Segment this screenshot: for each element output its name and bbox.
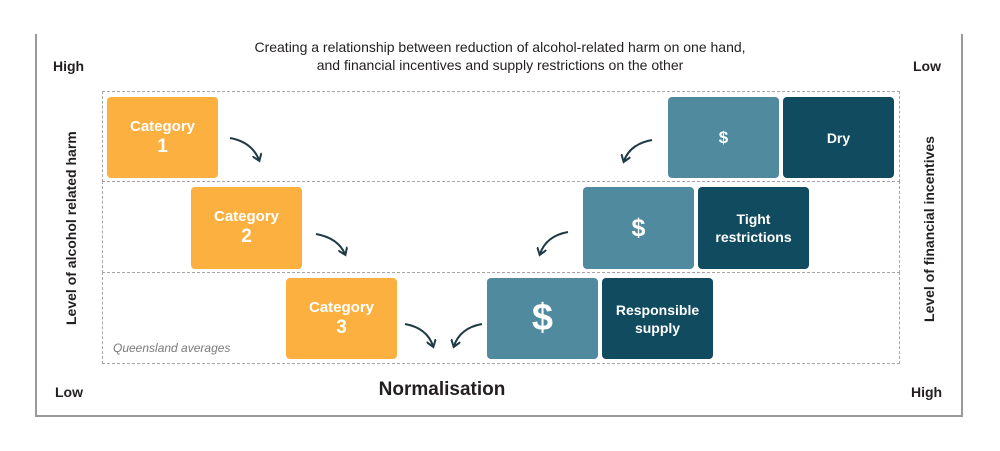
left-axis-high-label: High <box>53 58 85 74</box>
category-2-number: 2 <box>241 226 252 247</box>
category-3-word: Category <box>308 298 375 316</box>
category-2-word: Category <box>213 208 280 225</box>
curved-arrow-icon <box>540 231 569 254</box>
diagram-title-line-1: Creating a relationship between reductio… <box>254 39 746 55</box>
category-1-word: Category <box>129 117 196 135</box>
measure-dry-box: Dry <box>783 97 894 178</box>
curved-arrow-icon <box>315 233 345 254</box>
category-3-box: Category 3 <box>286 278 397 359</box>
measure-dry-label: Dry <box>826 129 851 146</box>
diagram-frame <box>35 34 963 417</box>
incentive-2-dollar-box: $ <box>583 187 694 269</box>
curved-arrow-icon <box>454 323 483 346</box>
right-axis-low-label: Low <box>913 58 941 74</box>
incentive-1-dollar-box: $ <box>668 97 779 178</box>
measure-responsible-supply-label: Responsible supply <box>615 301 700 336</box>
incentive-3-dollar-box: $ <box>487 278 598 359</box>
left-axis-low-label: Low <box>55 384 83 400</box>
curved-arrow-icon <box>404 323 433 346</box>
curved-arrow-icon <box>229 137 259 160</box>
measure-tight-restrictions-box: Tight restrictions <box>698 187 809 269</box>
category-1-number: 1 <box>157 135 168 157</box>
dollar-icon: $ <box>718 127 729 147</box>
normalisation-label: Normalisation <box>378 379 506 400</box>
curved-arrow-icon <box>624 139 653 161</box>
diagram-title-line-2: and financial incentives and supply rest… <box>316 57 684 73</box>
dollar-icon: $ <box>631 213 646 242</box>
dollar-icon: $ <box>531 297 554 339</box>
right-axis-high-label: High <box>911 384 943 400</box>
category-3-number: 3 <box>336 316 347 338</box>
category-2-box: Category 2 <box>191 187 302 269</box>
measure-tight-restrictions-label: Tight restrictions <box>715 211 792 245</box>
band-category-3 <box>102 272 900 364</box>
category-1-box: Category 1 <box>107 97 218 178</box>
measure-responsible-supply-box: Responsible supply <box>602 278 713 359</box>
queensland-averages-note: Queensland averages <box>113 341 231 355</box>
